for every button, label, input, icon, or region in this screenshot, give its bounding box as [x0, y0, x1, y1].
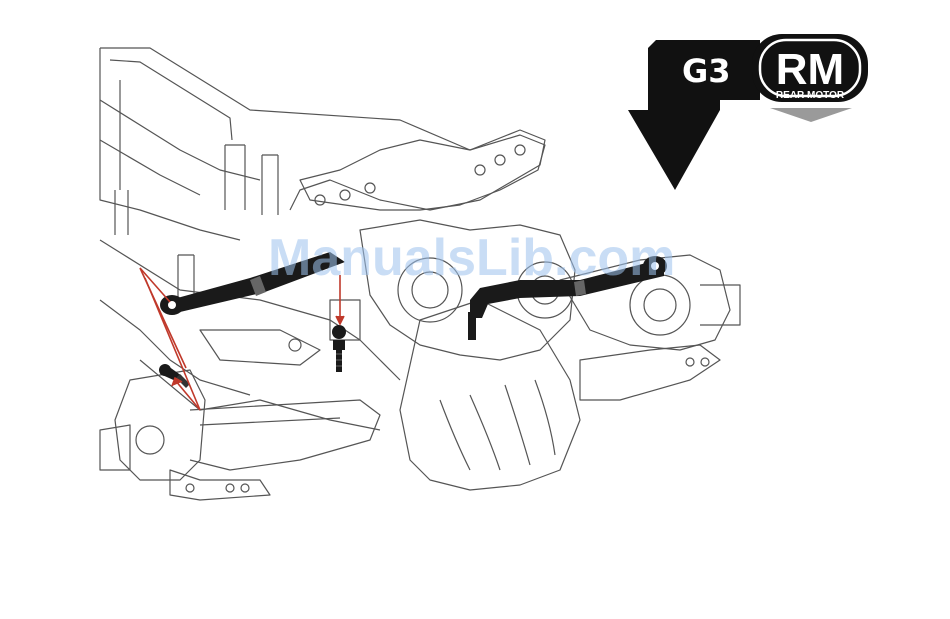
series-badge: G3 RM REAR MOTOR	[628, 34, 868, 190]
turnbuckle-left[interactable]	[160, 252, 345, 315]
turnbuckle-right[interactable]	[468, 256, 667, 340]
model-caption: REAR MOTOR	[776, 90, 845, 101]
model-code: RM	[776, 45, 844, 94]
rear-bumper	[400, 300, 580, 490]
series-label: G3	[682, 52, 731, 90]
ball-stud-center[interactable]	[332, 325, 346, 372]
shock-tower	[300, 135, 545, 210]
caption-arrow-icon	[770, 108, 852, 122]
